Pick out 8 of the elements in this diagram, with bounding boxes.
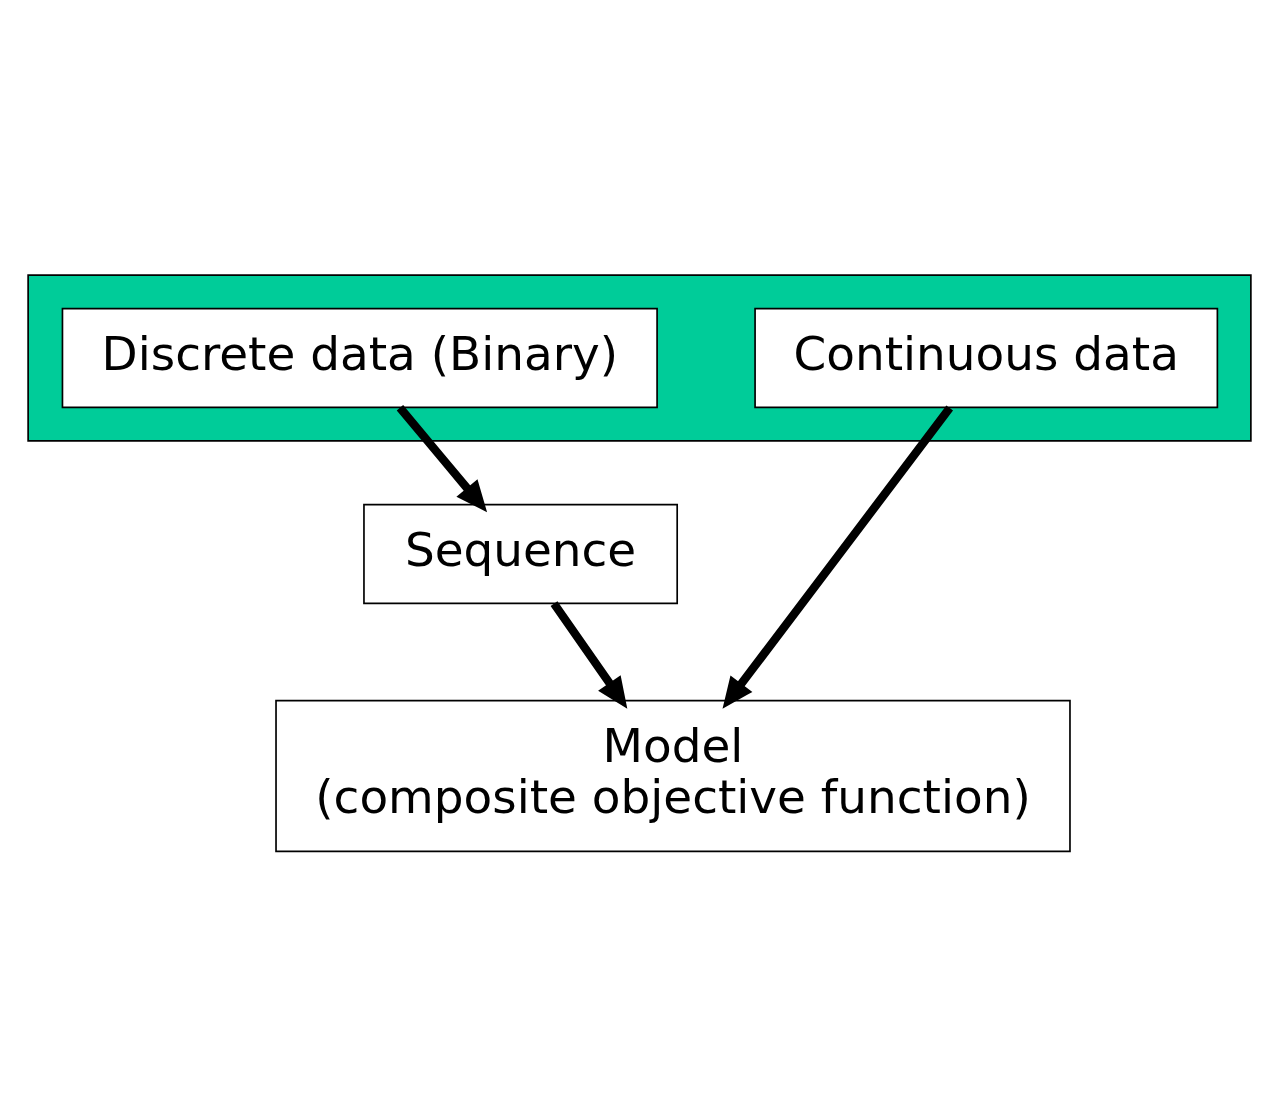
- node-box: Sequence: [363, 503, 679, 605]
- arrow: [396, 405, 488, 513]
- arrow: [550, 601, 628, 709]
- cluster: [27, 274, 1252, 442]
- node-box: Discrete data (Binary): [61, 307, 658, 409]
- node-box: Continuous data: [754, 307, 1219, 409]
- node-box: Model (composite objective function): [275, 699, 1071, 853]
- arrow: [722, 405, 953, 709]
